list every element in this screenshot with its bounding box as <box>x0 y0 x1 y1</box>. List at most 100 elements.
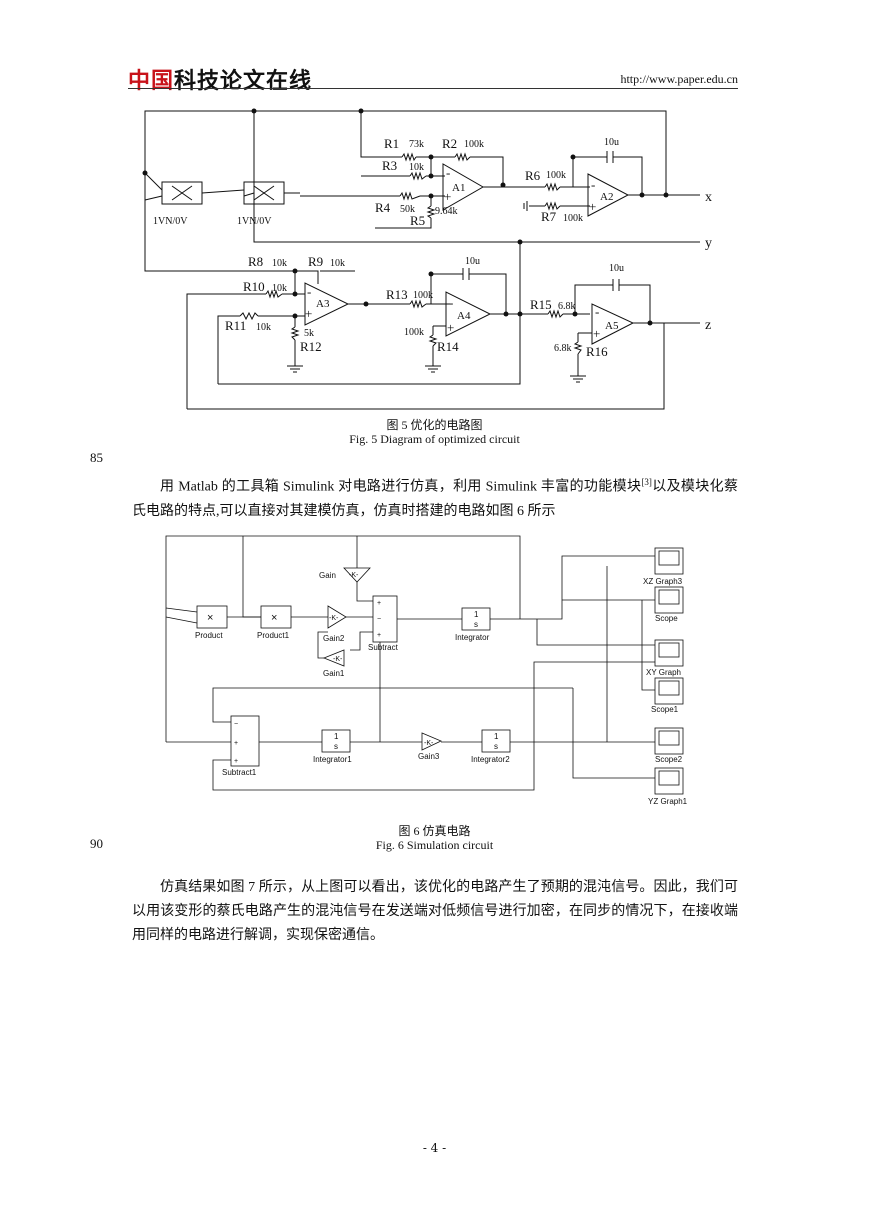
header-rule <box>128 88 738 89</box>
svg-text:-: - <box>449 295 453 310</box>
svg-text:Integrator: Integrator <box>455 633 490 642</box>
header-url[interactable]: http://www.paper.edu.cn <box>620 72 738 86</box>
svg-text:Product: Product <box>195 631 223 640</box>
svg-text:A3: A3 <box>316 298 330 310</box>
svg-text:Integrator1: Integrator1 <box>313 755 352 764</box>
svg-text:Scope: Scope <box>655 614 678 623</box>
svg-text:A2: A2 <box>600 191 613 203</box>
svg-text:1VN/0V: 1VN/0V <box>237 216 272 227</box>
svg-text:10u: 10u <box>465 256 480 267</box>
svg-text:Scope2: Scope2 <box>655 755 683 764</box>
svg-text:-K-: -K- <box>349 572 359 579</box>
svg-text:R10: R10 <box>243 279 265 294</box>
svg-text:Product1: Product1 <box>257 631 290 640</box>
svg-text:-: - <box>307 284 311 299</box>
svg-text:1: 1 <box>474 610 479 619</box>
svg-text:Gain3: Gain3 <box>418 752 440 761</box>
simulink-diagram: × × Product Product1 Gain -K- Gain2 -K- … <box>165 535 688 806</box>
page-number: - 4 - <box>422 1141 447 1155</box>
svg-text:s: s <box>334 742 338 751</box>
svg-text:10k: 10k <box>256 322 271 333</box>
svg-text:s: s <box>494 742 498 751</box>
svg-text:z: z <box>705 318 711 333</box>
journal-logo: 中国科技论文在线 <box>128 69 313 94</box>
svg-text:+: + <box>589 199 596 214</box>
figure5-caption-en: Fig. 5 Diagram of optimized circuit <box>349 432 520 446</box>
figure6-caption-en: Fig. 6 Simulation circuit <box>375 838 494 852</box>
svg-text:+: + <box>305 306 312 321</box>
svg-text:+: + <box>234 758 238 765</box>
svg-text:R12: R12 <box>300 339 322 354</box>
svg-text:-: - <box>591 177 595 192</box>
svg-text:+: + <box>593 326 600 341</box>
svg-text:R1: R1 <box>384 136 399 151</box>
svg-text:100k: 100k <box>546 170 566 181</box>
circuit-diagram: R1 73k R2 100k R3 10k R4 50k R5 9.64k R6… <box>142 108 712 410</box>
paragraph-1: 用 Matlab 的工具箱 Simulink 对电路进行仿真，利用 Simuli… <box>132 477 739 519</box>
svg-text:100k: 100k <box>404 327 424 338</box>
svg-text:9.64k: 9.64k <box>435 206 458 217</box>
svg-text:73k: 73k <box>409 139 424 150</box>
svg-text:10k: 10k <box>330 258 345 269</box>
svg-text:s: s <box>474 620 478 629</box>
svg-text:5k: 5k <box>304 328 314 339</box>
svg-text:10u: 10u <box>604 137 619 148</box>
svg-text:R13: R13 <box>386 287 408 302</box>
svg-text:R3: R3 <box>382 158 397 173</box>
svg-text:1: 1 <box>334 732 339 741</box>
svg-text:-: - <box>595 304 599 319</box>
svg-text:A4: A4 <box>457 310 471 322</box>
svg-text:y: y <box>705 236 712 251</box>
svg-text:Scope1: Scope1 <box>651 705 679 714</box>
svg-text:XY Graph: XY Graph <box>646 668 681 677</box>
svg-text:−: − <box>234 721 238 728</box>
svg-text:Gain1: Gain1 <box>323 669 345 678</box>
svg-text:+: + <box>234 740 238 747</box>
svg-text:-K-: -K- <box>424 740 434 747</box>
svg-text:+: + <box>447 320 454 335</box>
svg-text:100k: 100k <box>413 290 433 301</box>
svg-text:R6: R6 <box>525 168 541 183</box>
svg-text:Gain2: Gain2 <box>323 634 345 643</box>
svg-text:R16: R16 <box>586 344 608 359</box>
svg-text:1: 1 <box>494 732 499 741</box>
svg-text:-K-: -K- <box>333 656 343 663</box>
svg-text:100k: 100k <box>464 139 484 150</box>
svg-text:x: x <box>705 190 712 205</box>
svg-text:Subtract1: Subtract1 <box>222 768 257 777</box>
svg-text:+: + <box>377 600 381 607</box>
figure5-caption-cn: 图 5 优化的电路图 <box>386 418 483 432</box>
svg-text:XZ Graph3: XZ Graph3 <box>643 577 683 586</box>
svg-text:Integrator2: Integrator2 <box>471 755 510 764</box>
svg-text:R14: R14 <box>437 339 459 354</box>
svg-text:-K-: -K- <box>329 615 339 622</box>
svg-text:+: + <box>377 632 381 639</box>
svg-text:-: - <box>446 165 450 180</box>
figure6-caption-cn: 图 6 仿真电路 <box>398 824 471 838</box>
svg-text:R11: R11 <box>225 318 246 333</box>
svg-text:R9: R9 <box>308 254 323 269</box>
svg-text:R15: R15 <box>530 297 552 312</box>
svg-text:10u: 10u <box>609 263 624 274</box>
svg-text:A5: A5 <box>605 320 619 332</box>
paragraph-2: 仿真结果如图 7 所示，从上图可以看出，该优化的电路产生了预期的混沌信号。因此，… <box>132 880 738 943</box>
svg-text:10k: 10k <box>409 162 424 173</box>
svg-text:Subtract: Subtract <box>368 643 399 652</box>
svg-text:R5: R5 <box>410 213 425 228</box>
svg-text:R8: R8 <box>248 254 263 269</box>
line-number-85: 85 <box>90 450 103 465</box>
svg-text:10k: 10k <box>272 283 287 294</box>
svg-text:R2: R2 <box>442 136 457 151</box>
svg-text:A1: A1 <box>452 182 465 194</box>
svg-text:10k: 10k <box>272 258 287 269</box>
svg-text:1VN/0V: 1VN/0V <box>153 216 188 227</box>
svg-text:×: × <box>207 612 213 624</box>
svg-text:R7: R7 <box>541 209 557 224</box>
svg-text:50k: 50k <box>400 204 415 215</box>
svg-text:Gain: Gain <box>319 571 336 580</box>
svg-text:6.8k: 6.8k <box>554 343 572 354</box>
svg-text:R4: R4 <box>375 200 391 215</box>
line-number-90: 90 <box>90 836 103 851</box>
svg-text:+: + <box>444 189 451 204</box>
svg-text:6.8k: 6.8k <box>558 301 576 312</box>
